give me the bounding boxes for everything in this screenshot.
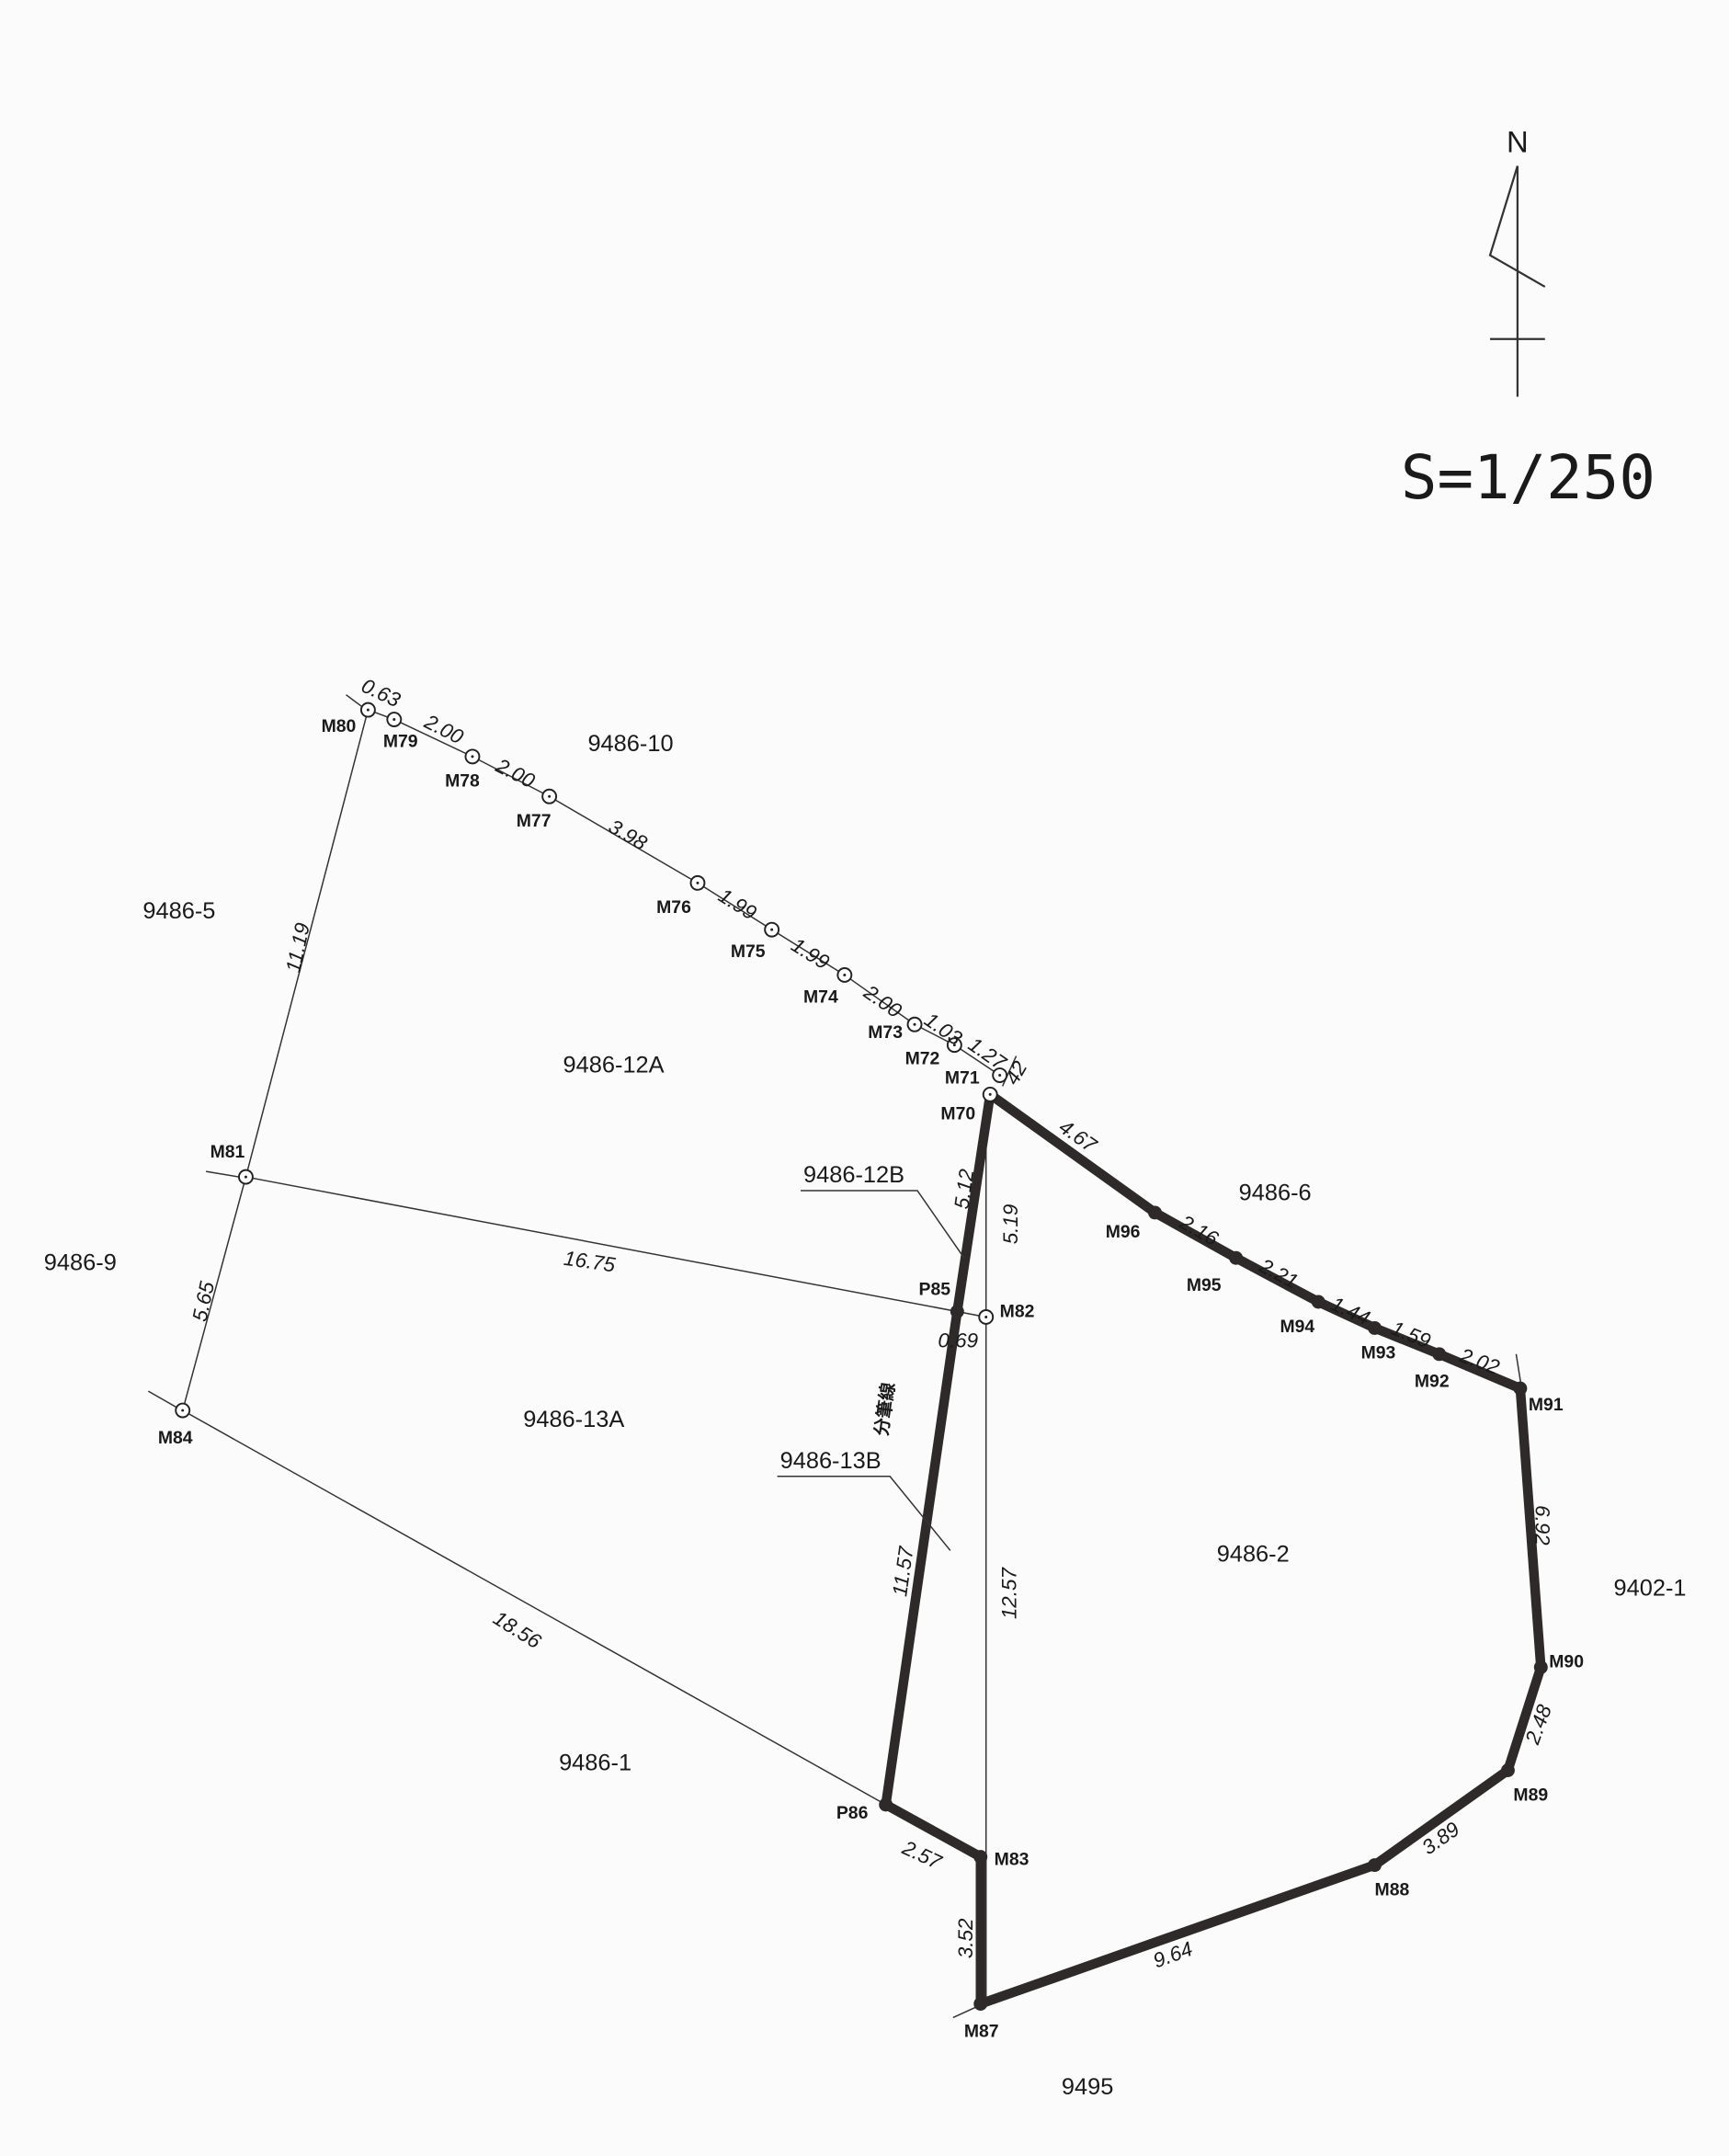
distance-label: 12.57 xyxy=(998,1567,1021,1620)
distance-label: 0.69 xyxy=(938,1329,978,1352)
parcel-label: 9486-13B xyxy=(780,1448,882,1474)
boundary-line-m81-m82 xyxy=(245,1176,986,1318)
parcel-label: 9486-1 xyxy=(559,1750,631,1775)
leader-line-13B xyxy=(777,1476,951,1551)
survey-point-label: M80 xyxy=(322,716,357,736)
survey-point-marker xyxy=(1533,1660,1548,1674)
distance-label: 1.99 xyxy=(787,933,833,974)
survey-point-marker xyxy=(1311,1295,1325,1309)
division-line-label: 分筆線 xyxy=(870,1381,899,1437)
survey-point-center xyxy=(181,1409,185,1412)
distance-label: 11.19 xyxy=(281,921,314,975)
survey-point-marker xyxy=(973,1850,988,1865)
survey-point-label: M87 xyxy=(964,2021,999,2041)
survey-point-center xyxy=(913,1022,916,1026)
survey-point-label: M77 xyxy=(517,811,552,831)
survey-point-center xyxy=(696,881,700,884)
distance-label: 5.19 xyxy=(999,1204,1022,1245)
survey-point-marker xyxy=(1368,1320,1382,1335)
survey-point-label: M84 xyxy=(158,1428,193,1448)
survey-point-marker xyxy=(1432,1347,1447,1362)
boundary-line-west xyxy=(181,709,887,1806)
north-arrow-icon: N xyxy=(1488,125,1546,397)
survey-point-label: P86 xyxy=(836,1803,869,1823)
survey-point-label: M74 xyxy=(803,987,838,1007)
survey-point-label: M83 xyxy=(995,1850,1029,1870)
survey-point-label: M92 xyxy=(1415,1372,1450,1392)
distance-label: 18.56 xyxy=(489,1606,545,1653)
survey-point-label: M78 xyxy=(445,771,480,792)
parcel-label: 9486-10 xyxy=(587,731,673,757)
distance-label: 5.12 xyxy=(950,1167,978,1210)
parcel-label: 9486-12A xyxy=(563,1053,665,1078)
survey-point-marker xyxy=(1229,1250,1244,1265)
leader-line-12B xyxy=(801,1190,965,1259)
parcel-label: 9486-12B xyxy=(803,1162,904,1188)
survey-point-label: M95 xyxy=(1187,1275,1222,1295)
distance-label: 2.02 xyxy=(1456,1343,1503,1379)
parcel-label: 9495 xyxy=(1062,2074,1113,2100)
survey-point-label: M81 xyxy=(210,1142,245,1162)
survey-point-marker xyxy=(1513,1381,1528,1396)
survey-point-label: M90 xyxy=(1549,1651,1584,1671)
survey-point-label: M93 xyxy=(1361,1342,1396,1363)
survey-point-label: M76 xyxy=(656,897,691,918)
survey-point-label: M94 xyxy=(1280,1317,1314,1337)
survey-point-center xyxy=(392,718,396,722)
survey-point-center xyxy=(244,1175,247,1179)
survey-point-center xyxy=(366,708,370,712)
parcel-label: 9486-2 xyxy=(1217,1541,1290,1567)
survey-point-label: M73 xyxy=(868,1022,903,1043)
survey-point-label: M70 xyxy=(940,1103,975,1124)
survey-point-marker xyxy=(1368,1858,1382,1873)
survey-point-label: P85 xyxy=(919,1280,951,1300)
survey-point-center xyxy=(843,973,847,976)
survey-point-label: M96 xyxy=(1106,1222,1141,1242)
scale-label: S=1/250 xyxy=(1401,442,1655,513)
survey-point-label: M79 xyxy=(383,731,418,751)
parcel-label: 9486-13A xyxy=(523,1407,624,1432)
survey-point-marker xyxy=(973,1997,988,2011)
distance-label: 5.65 xyxy=(188,1279,220,1323)
survey-point-center xyxy=(952,1044,956,1047)
survey-point-center xyxy=(988,1092,992,1096)
distance-label: 3.52 xyxy=(954,1918,977,1958)
survey-point-label: M82 xyxy=(1000,1301,1035,1321)
distance-label: 2.57 xyxy=(898,1836,946,1875)
survey-point-label: M71 xyxy=(945,1067,980,1088)
survey-point-center xyxy=(984,1315,988,1318)
survey-point-label: M89 xyxy=(1513,1785,1548,1805)
distance-label: 6.92 xyxy=(1530,1505,1553,1546)
survey-point-center xyxy=(998,1074,1002,1078)
parcel-label: 9486-5 xyxy=(142,898,215,924)
survey-point-label: M72 xyxy=(905,1049,940,1069)
survey-point-label: M88 xyxy=(1375,1879,1410,1899)
tick-mark xyxy=(1001,1055,1018,1087)
survey-point-label: M91 xyxy=(1529,1395,1564,1415)
survey-point-center xyxy=(770,928,774,931)
boundary-line-north xyxy=(368,709,1001,1077)
survey-point-center xyxy=(471,755,474,759)
survey-point-marker xyxy=(1148,1205,1162,1220)
distance-label: 2.00 xyxy=(859,980,906,1022)
parcel-label: 9486-9 xyxy=(44,1250,117,1276)
distance-label: 3.98 xyxy=(605,815,652,855)
parcel-label: 9486-6 xyxy=(1239,1180,1312,1205)
north-label: N xyxy=(1507,125,1529,159)
distance-label: 16.75 xyxy=(563,1247,618,1277)
survey-point-label: M75 xyxy=(731,941,766,962)
survey-point-marker xyxy=(950,1305,964,1318)
survey-point-marker xyxy=(1500,1763,1515,1777)
survey-point-center xyxy=(548,794,552,798)
parcel-label: 9402-1 xyxy=(1614,1576,1687,1602)
survey-point-marker xyxy=(879,1797,893,1812)
